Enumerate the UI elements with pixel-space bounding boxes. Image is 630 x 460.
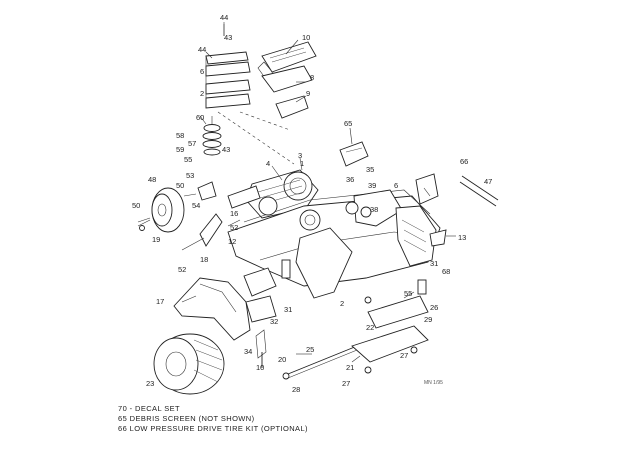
callout-6b: 6 <box>394 181 398 190</box>
callout-31b: 31 <box>284 305 292 314</box>
callout-52b: 52 <box>178 265 186 274</box>
floor-plate <box>351 295 429 374</box>
callout-8: 8 <box>310 73 314 82</box>
callout-21: 21 <box>346 363 354 372</box>
callout-44b: 44 <box>198 45 206 54</box>
rear-bracket <box>415 173 499 207</box>
callout-27b: 27 <box>342 379 350 388</box>
callout-47: 47 <box>484 177 492 186</box>
callout-39: 39 <box>368 181 376 190</box>
callout-25: 25 <box>306 345 314 354</box>
front-wheel <box>137 187 185 233</box>
callout-58: 58 <box>176 131 184 140</box>
callout-65: 65 <box>344 119 352 128</box>
callout-2a: 2 <box>200 89 204 98</box>
callout-6a: 6 <box>200 67 204 76</box>
stacked-brackets <box>205 22 251 109</box>
callout-29: 29 <box>424 315 432 324</box>
callout-20: 20 <box>278 355 286 364</box>
callout-32: 32 <box>270 317 278 326</box>
callout-34: 34 <box>244 347 252 356</box>
callout-19a: 19 <box>152 235 160 244</box>
note-decal-set: 70 - DECAL SET <box>118 404 181 413</box>
callout-3: 3 <box>298 151 302 160</box>
note-debris-screen: 65 DEBRIS SCREEN (NOT SHOWN) <box>118 414 255 423</box>
callout-38: 38 <box>370 205 378 214</box>
callout-27a: 27 <box>400 351 408 360</box>
fastener-bits <box>139 225 427 380</box>
callout-16: 16 <box>230 209 238 218</box>
guide-lines <box>217 111 295 165</box>
callout-22: 22 <box>366 323 374 332</box>
callout-53: 53 <box>186 171 194 180</box>
front-axle-parts <box>181 181 261 251</box>
rear-fender <box>173 267 277 341</box>
callout-57: 57 <box>188 139 196 148</box>
callout-labels: 44 10 44 43 6 2 8 9 60 58 57 59 55 43 65… <box>132 13 492 394</box>
callout-10: 10 <box>302 33 310 42</box>
callout-43b: 43 <box>222 145 230 154</box>
callout-50b: 50 <box>176 181 184 190</box>
callout-1: 1 <box>300 159 304 168</box>
callout-54: 54 <box>192 201 200 210</box>
callout-31a: 31 <box>430 259 438 268</box>
callout-17: 17 <box>156 297 164 306</box>
brake-lever <box>255 329 267 368</box>
callout-44a: 44 <box>220 13 228 22</box>
debris-panel <box>339 141 369 167</box>
callout-35: 35 <box>366 165 374 174</box>
callout-12: 12 <box>228 237 236 246</box>
callout-9: 9 <box>306 89 310 98</box>
callout-10b: 10 <box>256 363 264 372</box>
callout-55b: 55 <box>404 289 412 298</box>
rod <box>287 343 363 379</box>
spring-washer-stack <box>202 116 222 156</box>
callout-28: 28 <box>292 385 300 394</box>
drawing-code: MN 1/95 <box>424 380 443 386</box>
callout-36: 36 <box>346 175 354 184</box>
callout-4: 4 <box>266 159 270 168</box>
callout-26: 26 <box>430 303 438 312</box>
note-tire-kit: 66 LOW PRESSURE DRIVE TIRE KIT (OPTIONAL… <box>118 424 308 433</box>
callout-50a: 50 <box>132 201 140 210</box>
callout-60: 60 <box>196 113 204 122</box>
main-frame <box>227 189 441 299</box>
callout-59: 59 <box>176 145 184 154</box>
callout-52a: 52 <box>230 223 238 232</box>
leader-lines <box>137 24 456 363</box>
callout-48: 48 <box>148 175 156 184</box>
callout-13: 13 <box>458 233 466 242</box>
seat-pan-part <box>257 41 317 119</box>
callout-55a: 55 <box>184 155 192 164</box>
callout-68: 68 <box>442 267 450 276</box>
rear-tire <box>153 333 225 395</box>
callout-2b: 2 <box>340 299 344 308</box>
callout-66: 66 <box>460 157 468 166</box>
side-bracket <box>429 229 447 247</box>
callout-23: 23 <box>146 379 154 388</box>
callout-18: 18 <box>200 255 208 264</box>
callout-43a: 43 <box>224 33 232 42</box>
parts-notes: 70 - DECAL SET 65 DEBRIS SCREEN (NOT SHO… <box>118 404 538 434</box>
